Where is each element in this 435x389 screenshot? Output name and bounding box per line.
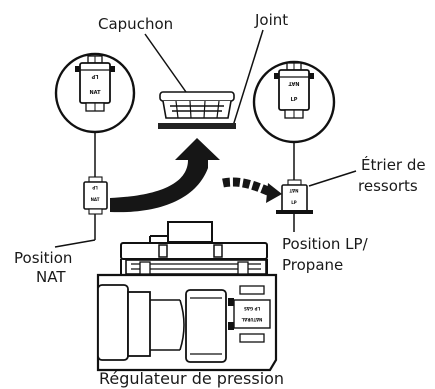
lp-detail-circle: NAT LP xyxy=(252,60,336,144)
nat-detail-lp-marking: LP xyxy=(91,73,98,79)
position-lp-label-line2: Propane xyxy=(282,256,343,274)
spring-bracket-label-line1: Étrier de xyxy=(361,155,426,174)
small-cap-nat: LP NAT xyxy=(83,176,108,240)
small-nat-nat-marking: NAT xyxy=(91,197,100,202)
position-nat-label-line2: NAT xyxy=(36,268,66,286)
position-nat-label-line1: Position xyxy=(14,249,72,267)
regulator-natural-marking: NATURAL xyxy=(241,317,262,322)
cap-leader-line xyxy=(144,33,187,93)
small-lp-nat-marking: NAT xyxy=(289,188,298,193)
seal-part xyxy=(158,123,236,129)
position-lp-label-line1: Position LP/ xyxy=(282,235,369,253)
lp-detail-nat-marking: NAT xyxy=(288,80,300,86)
install-dashed-arrow xyxy=(222,177,272,197)
regulator-lp-marking: LP GAS xyxy=(244,306,260,311)
cap-label: Capuchon xyxy=(98,15,173,33)
install-arrow-head xyxy=(266,183,282,203)
lp-detail-lp-marking: LP xyxy=(291,97,298,103)
nat-detail-nat-marking: NAT xyxy=(89,90,101,96)
small-lp-lp-marking: LP xyxy=(291,200,297,205)
pressure-regulator: LP GAS NATURAL xyxy=(96,221,278,372)
spring-bracket-leader xyxy=(308,170,357,187)
nat-detail-circle: LP NAT xyxy=(54,52,136,134)
cap-part xyxy=(159,91,235,119)
seal-leader-line xyxy=(232,29,264,127)
spring-bracket-label-line2: ressorts xyxy=(358,177,418,195)
small-cap-lp: NAT LP xyxy=(276,179,313,232)
regulator-title: Régulateur de pression xyxy=(99,369,284,388)
seal-label: Joint xyxy=(254,11,288,29)
removal-arrow xyxy=(110,138,220,213)
small-nat-lp-marking: LP xyxy=(92,185,98,190)
position-nat-leader xyxy=(54,239,96,248)
